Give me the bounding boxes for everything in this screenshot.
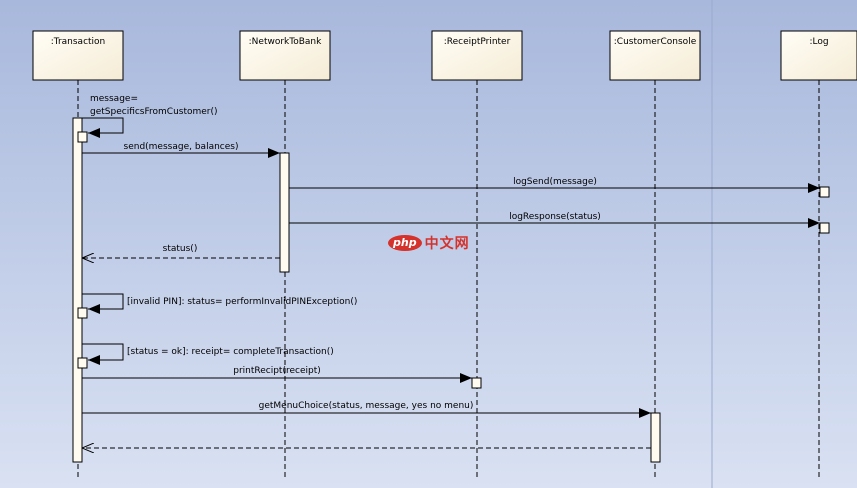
self-message-arrow[interactable] [82, 293, 124, 314]
message-label: logSend(message) [513, 177, 597, 187]
message-m4[interactable]: logResponse(status) [289, 212, 820, 228]
lifeline-network: :NetworkToBank [239, 30, 331, 478]
message-label: status() [163, 244, 198, 254]
lifeline-printer: :ReceiptPrinter [431, 30, 523, 478]
message-label: printRecipt(receipt) [233, 366, 321, 376]
self-message-arrow[interactable] [82, 117, 124, 138]
message-m9[interactable]: getMenuChoice(status, message, yes no me… [82, 401, 651, 418]
watermark-text: 中文网 [424, 236, 470, 252]
participant-box[interactable] [239, 30, 331, 81]
self-activation[interactable] [77, 307, 88, 319]
message-label: logResponse(status) [509, 212, 601, 222]
message-m3[interactable]: logSend(message) [289, 177, 820, 193]
message-m1[interactable]: message= getSpecificsFromCustomer() [82, 94, 218, 138]
message-label: getMenuChoice(status, message, yes no me… [259, 401, 474, 411]
activation-transaction[interactable] [72, 117, 83, 463]
participant-box[interactable] [609, 30, 701, 81]
message-m6[interactable]: [invalid PIN]: status= performInvalidPIN… [82, 293, 357, 314]
message-label: getSpecificsFromCustomer() [90, 107, 218, 117]
participant-box[interactable] [780, 30, 857, 81]
activation-console[interactable] [650, 412, 661, 463]
message-label: message= [90, 94, 138, 104]
message-m7[interactable]: [status = ok]: receipt= completeTransact… [82, 343, 334, 365]
self-activation[interactable] [77, 131, 88, 143]
self-activation[interactable] [77, 357, 88, 369]
activation-log[interactable] [819, 186, 830, 198]
activation-printer[interactable] [471, 377, 482, 389]
lifeline-log: :Log [780, 30, 857, 478]
message-label: [invalid PIN]: status= performInvalidPIN… [127, 297, 357, 307]
message-m8[interactable]: printRecipt(receipt) [82, 366, 472, 383]
self-message-arrow[interactable] [82, 343, 124, 365]
participant-box[interactable] [32, 30, 124, 81]
php-logo: php [388, 235, 422, 251]
watermark: php 中文网 [388, 234, 470, 252]
participant-label: :Log [809, 37, 828, 47]
activation-network[interactable] [279, 152, 290, 273]
participant-label: :Transaction [51, 37, 106, 47]
participant-label: :NetworkToBank [249, 37, 322, 47]
activation-log[interactable] [819, 222, 830, 234]
message-label: send(message, balances) [124, 142, 239, 152]
message-m2[interactable]: send(message, balances) [82, 142, 280, 158]
participant-label: :CustomerConsole [614, 37, 697, 47]
participant-box[interactable] [431, 30, 523, 81]
message-m5[interactable]: status() [82, 244, 280, 258]
lifeline-console: :CustomerConsole [609, 30, 701, 478]
participant-label: :ReceiptPrinter [444, 37, 511, 47]
message-label: [status = ok]: receipt= completeTransact… [127, 347, 334, 357]
